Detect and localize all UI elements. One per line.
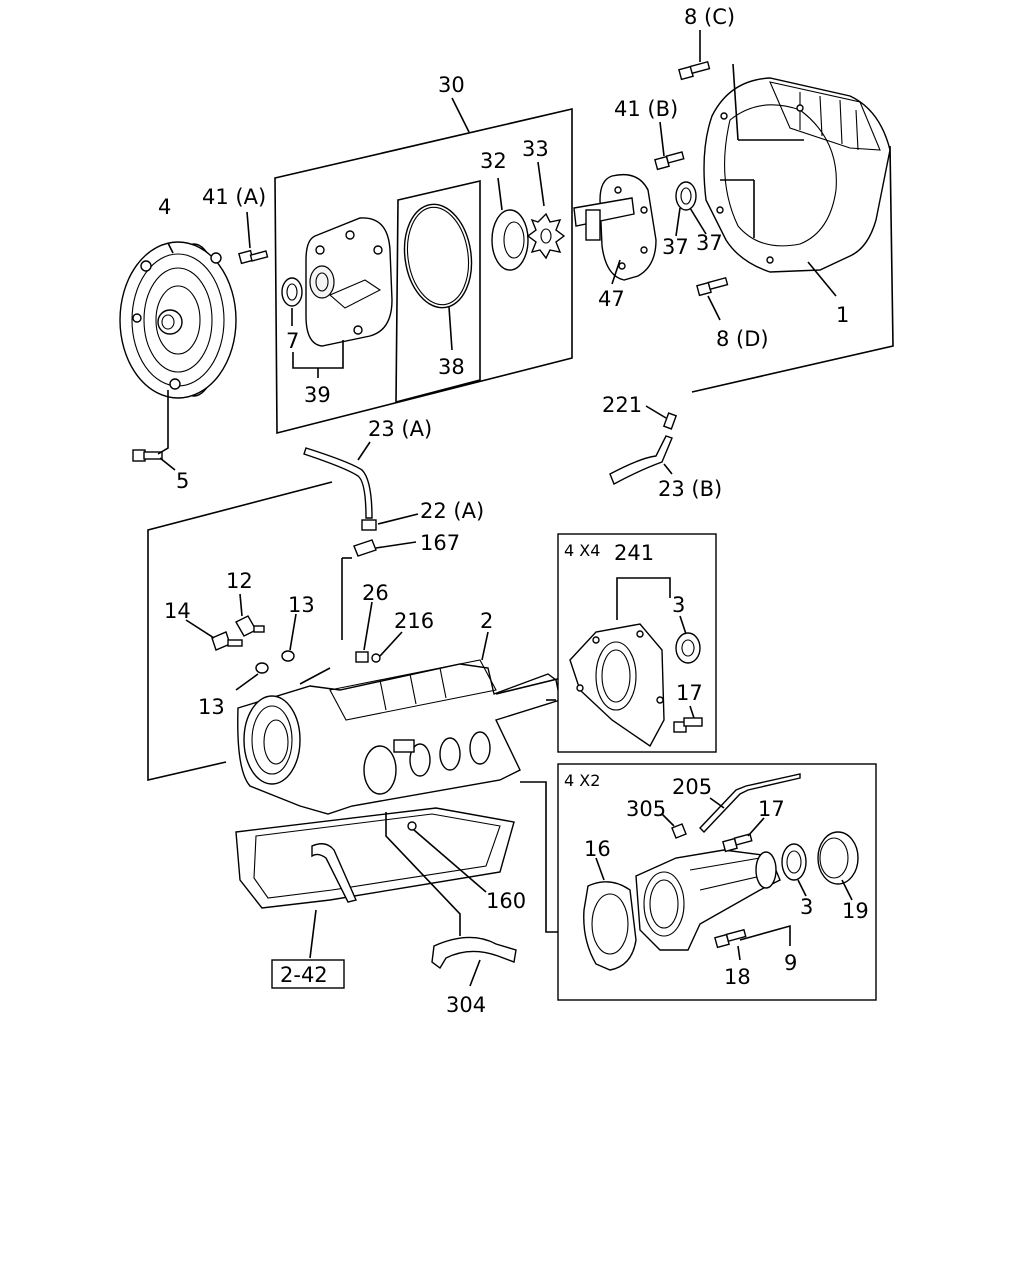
label-304: 304 [446,993,486,1017]
label-23a: 23 (A) [368,417,432,441]
label-41b: 41 (B) [614,97,678,121]
label-26: 26 [362,581,389,605]
label-47: 47 [598,287,625,311]
bolt-8d [696,276,729,321]
oil-pump-body [281,217,393,378]
part-labels: 30 8 (C) 41 (B) 32 33 4 41 (A) 37 37 47 … [158,5,869,1017]
label-216: 216 [394,609,434,633]
label-8d: 8 (D) [716,327,769,351]
label-39: 39 [304,383,331,407]
torque-converter [119,241,237,399]
label-4: 4 [158,195,171,219]
label-12: 12 [226,569,253,593]
pipe-23a [303,441,373,519]
ref-box-2-42 [271,959,345,989]
label-33: 33 [522,137,549,161]
label-8c: 8 (C) [684,5,735,29]
label-19: 19 [842,899,869,923]
main-group-outline [147,481,352,782]
label-305: 305 [626,797,666,821]
box-4x2 [557,763,877,1001]
label-37b: 37 [696,231,723,255]
label-22a: 22 (A) [420,499,484,523]
plug-26 [355,601,373,663]
label-18: 18 [724,965,751,989]
label-23b: 23 (B) [658,477,722,501]
label-41a: 41 (A) [202,185,266,209]
sensor-12 [235,593,265,637]
label-3a: 3 [672,593,685,617]
bolt-5 [132,390,176,471]
box-4x4 [557,533,717,753]
label-241: 241 [614,541,654,565]
bolt-8c [678,30,711,81]
sensor-14 [185,619,243,651]
transmission-case-2 [237,631,561,815]
label-3b: 3 [800,895,813,919]
o-ring-13b [235,662,269,691]
plug-216 [371,631,403,663]
label-14: 14 [164,599,191,623]
bolt-41a [238,211,269,265]
label-13b: 13 [198,695,225,719]
label-1: 1 [836,303,849,327]
label-4x4: 4 X4 [564,541,600,560]
group-outline-30 [274,97,573,435]
plug-160 [407,821,487,893]
label-7: 7 [286,329,299,353]
label-17b: 17 [758,797,785,821]
bolt-41b [654,121,685,171]
o-ring-13a [281,613,297,662]
label-13a: 13 [288,593,315,617]
label-5: 5 [176,469,189,493]
gear-33 [526,161,566,260]
bell-housing-1 [703,77,891,297]
pump-cover-47 [573,173,657,285]
label-32: 32 [480,149,507,173]
label-4x2: 4 X2 [564,771,600,790]
o-ring-38 [403,203,473,351]
fitting-167 [353,539,417,557]
bracket-304 [385,812,517,987]
label-16: 16 [584,837,611,861]
label-17a: 17 [676,681,703,705]
gear-32 [491,177,529,271]
label-37a: 37 [662,235,689,259]
label-160: 160 [486,889,526,913]
dashed-leader-top [691,63,894,393]
label-167: 167 [420,531,460,555]
label-2: 2 [480,609,493,633]
fitting-22a [361,513,419,531]
label-205: 205 [672,775,712,799]
label-38: 38 [438,355,465,379]
label-221: 221 [602,393,642,417]
label-2-42: 2-42 [280,963,328,987]
label-9: 9 [784,951,797,975]
label-30: 30 [438,73,465,97]
seal-37 [675,181,707,237]
pipe-23b [609,405,678,485]
oil-pan [235,807,515,959]
